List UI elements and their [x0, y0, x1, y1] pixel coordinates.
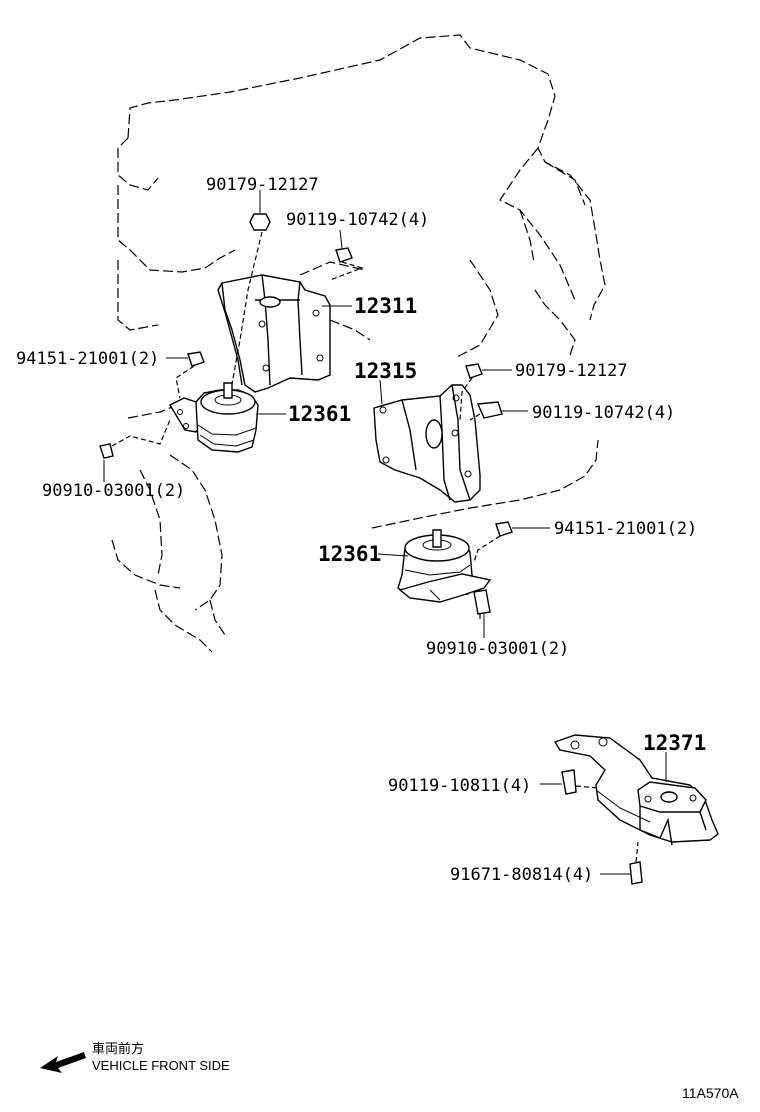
- label-bolt-left-lower: 90910-03001(2): [42, 481, 185, 501]
- nut-top-left-glyph: [249, 213, 271, 231]
- label-insulator-left: 12361: [288, 402, 351, 426]
- label-bolt-rear-lower: 91671-80814(4): [450, 865, 593, 885]
- bolt-top-left-glyph: [335, 247, 353, 263]
- bolt-rear-lower-glyph: [629, 861, 643, 885]
- leader-lines: [103, 190, 667, 875]
- assembly-lines: [111, 231, 639, 863]
- label-bolt-top-left: 90119-10742(4): [286, 210, 429, 230]
- rear-mount: [553, 734, 719, 846]
- engine-outline: [111, 34, 606, 653]
- label-rear-bracket: 12315: [354, 359, 417, 383]
- bolt-left-lower-glyph: [99, 443, 114, 459]
- bolt-rear-mount-glyph: [561, 769, 577, 795]
- label-bolt-rear-mount: 90119-10811(4): [388, 776, 531, 796]
- label-bolt-right-lower: 90910-03001(2): [426, 639, 569, 659]
- label-rear-mount: 12371: [643, 731, 706, 755]
- nut-right-glyph: [495, 521, 513, 537]
- label-nut-top-left: 90179-12127: [206, 175, 319, 195]
- label-nut-right: 94151-21001(2): [554, 519, 697, 539]
- label-nut-left: 94151-21001(2): [16, 349, 159, 369]
- label-insulator-right: 12361: [318, 542, 381, 566]
- fasteners: [99, 213, 643, 885]
- bolt-right-lower-glyph: [473, 589, 491, 615]
- front-bracket: [217, 274, 331, 393]
- figure-code: 11A570A: [682, 1085, 739, 1101]
- nut-right-top-glyph: [465, 363, 483, 379]
- right-insulator: [397, 529, 492, 603]
- front-label-english: VEHICLE FRONT SIDE: [92, 1058, 230, 1073]
- label-bolt-right-top: 90119-10742(4): [532, 403, 675, 423]
- rear-bracket: [373, 384, 481, 503]
- vehicle-front-indicator: 車両前方 VEHICLE FRONT SIDE: [40, 1041, 230, 1073]
- label-nut-right-top: 90179-12127: [515, 361, 628, 381]
- front-label-japanese: 車両前方: [92, 1041, 144, 1056]
- label-front-bracket: 12311: [354, 294, 417, 318]
- nut-left-glyph: [187, 351, 205, 367]
- front-arrow-icon: [40, 1052, 86, 1073]
- bolt-right-top-glyph: [476, 401, 503, 419]
- left-insulator: [169, 382, 259, 453]
- part-labels: 90179-12127 90119-10742(4) 12311 94151-2…: [16, 175, 706, 885]
